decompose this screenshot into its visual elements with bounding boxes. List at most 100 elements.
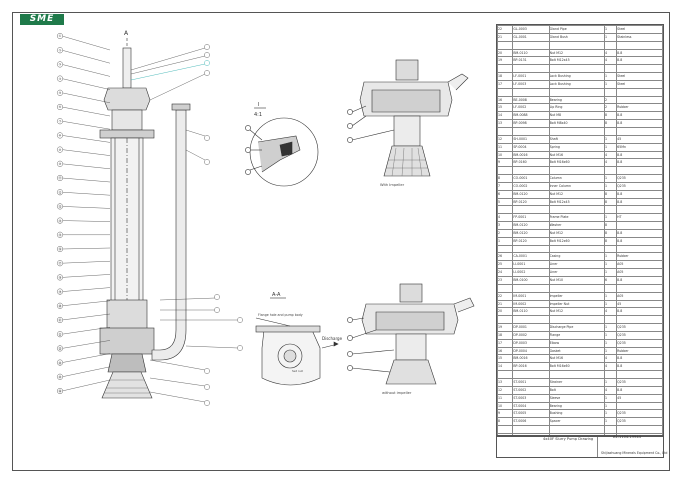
parts-list-cell: 16 — [497, 95, 514, 105]
parts-list-cell: 8.8 — [616, 56, 663, 66]
callout-number: ⑳ — [58, 303, 61, 308]
callout-bubble — [57, 217, 64, 224]
parts-list-cell — [616, 126, 663, 136]
parts-list-cell: 8 — [497, 174, 514, 183]
parts-list-cell: 22 — [497, 291, 514, 301]
callout-leader — [61, 135, 111, 143]
parts-list-cell — [616, 40, 663, 50]
callout-leader — [61, 78, 111, 90]
parts-list-cell: LF-0003 — [512, 79, 550, 89]
callout-number: ㉖ — [58, 388, 61, 393]
parts-list-cell: Gland Bush — [548, 32, 606, 42]
parts-list-cell: ST-0003 — [512, 393, 550, 403]
parts-list-cell: 1 — [603, 377, 618, 387]
parts-list-cell — [548, 370, 606, 379]
parts-list-cell: BP-0120 — [512, 236, 550, 246]
parts-list-cell: IM-0002 — [512, 299, 550, 309]
parts-list-cell: 1 — [603, 268, 618, 277]
parts-list-cell: 1 — [603, 338, 618, 348]
parts-list-cell: 8.8 — [616, 362, 663, 372]
parts-list-cell — [512, 87, 550, 97]
parts-list-cell: 21 — [497, 32, 514, 42]
parts-list-cell: Bolt M12x45 — [548, 197, 606, 207]
callout-number: ⑮ — [58, 232, 61, 237]
parts-list-cell: DP-0002 — [512, 330, 550, 340]
parts-list-cell: 3 — [497, 221, 514, 230]
parts-list-cell — [548, 126, 606, 136]
parts-list-cell: 17 — [497, 338, 514, 348]
parts-list-cell: LI-0001 — [512, 260, 550, 270]
callout-number: ㉔ — [58, 360, 61, 365]
bottom-impeller-detail — [347, 283, 475, 385]
parts-list-cell: Q235 — [616, 409, 663, 419]
top-detail-caption: With Impeller — [380, 183, 405, 187]
parts-list-cell: 8.8 — [616, 236, 663, 246]
callout-leader — [61, 163, 111, 169]
callout-bubble — [57, 61, 64, 68]
parts-list-cell: Strainer — [548, 377, 606, 387]
section-mark-a: A — [124, 30, 129, 37]
parts-list-cell: Bolt M12x45 — [548, 56, 606, 66]
parts-list-cell: 8.8 — [616, 150, 663, 160]
parts-list-cell: BM-0120 — [512, 189, 550, 199]
parts-list-cell: 1 — [603, 252, 618, 262]
parts-list-cell: Bushing — [548, 409, 606, 419]
parts-list-cell: 8.8 — [616, 197, 663, 207]
detail-i-view: I 4:1 — [245, 102, 319, 187]
parts-list-cell: Spring — [548, 142, 606, 152]
callout-bubble — [57, 245, 64, 252]
parts-list-cell: 15 — [497, 103, 514, 113]
parts-list-cell: 1 — [603, 330, 618, 340]
parts-list-cell: 8 — [497, 417, 514, 427]
parts-list-cell: LF-0002 — [512, 103, 550, 113]
parts-list-cell: BM-0120 — [512, 228, 550, 238]
parts-list-cell: Lock Bushing — [548, 79, 606, 89]
callout-number: ⑤ — [59, 91, 62, 95]
parts-list-cell — [603, 87, 618, 97]
parts-list-cell: 20 — [497, 48, 514, 58]
parts-list-cell — [497, 283, 514, 293]
parts-list-cell: 14 — [497, 111, 514, 121]
parts-list-cell — [497, 40, 514, 50]
parts-list-cell — [616, 401, 663, 411]
parts-list-cell: 6 — [497, 189, 514, 199]
parts-list-cell — [512, 425, 550, 434]
parts-list-cell: Bolt M8x40 — [548, 119, 606, 128]
callout-number: ② — [59, 48, 62, 52]
parts-list-cell: Rubber — [616, 346, 663, 356]
parts-list-cell: Lip Ring — [548, 103, 606, 113]
parts-list-cell: Q235 — [616, 323, 663, 332]
parts-list-cell: Liner — [548, 268, 606, 277]
parts-list-cell — [548, 166, 606, 176]
parts-list-cell — [512, 166, 550, 176]
parts-list-cell: 2 — [497, 228, 514, 238]
parts-list-cell: 65Mn — [616, 142, 663, 152]
parts-list-row — [497, 40, 663, 50]
parts-list-cell: A05 — [616, 260, 663, 270]
parts-list-cell — [512, 40, 550, 50]
callout-leader — [61, 206, 111, 209]
callout-leader — [61, 261, 111, 264]
parts-list-cell: Nut M12 — [548, 307, 606, 317]
parts-list-cell: BM-0088 — [512, 111, 550, 121]
parts-list-cell: SP-0004 — [512, 142, 550, 152]
callout-leader — [61, 274, 111, 278]
parts-list-cell: Sleeve — [548, 393, 606, 403]
parts-list-cell: GL-0001 — [512, 32, 550, 42]
parts-list-cell: 19 — [497, 323, 514, 332]
parts-list-row — [497, 64, 663, 74]
